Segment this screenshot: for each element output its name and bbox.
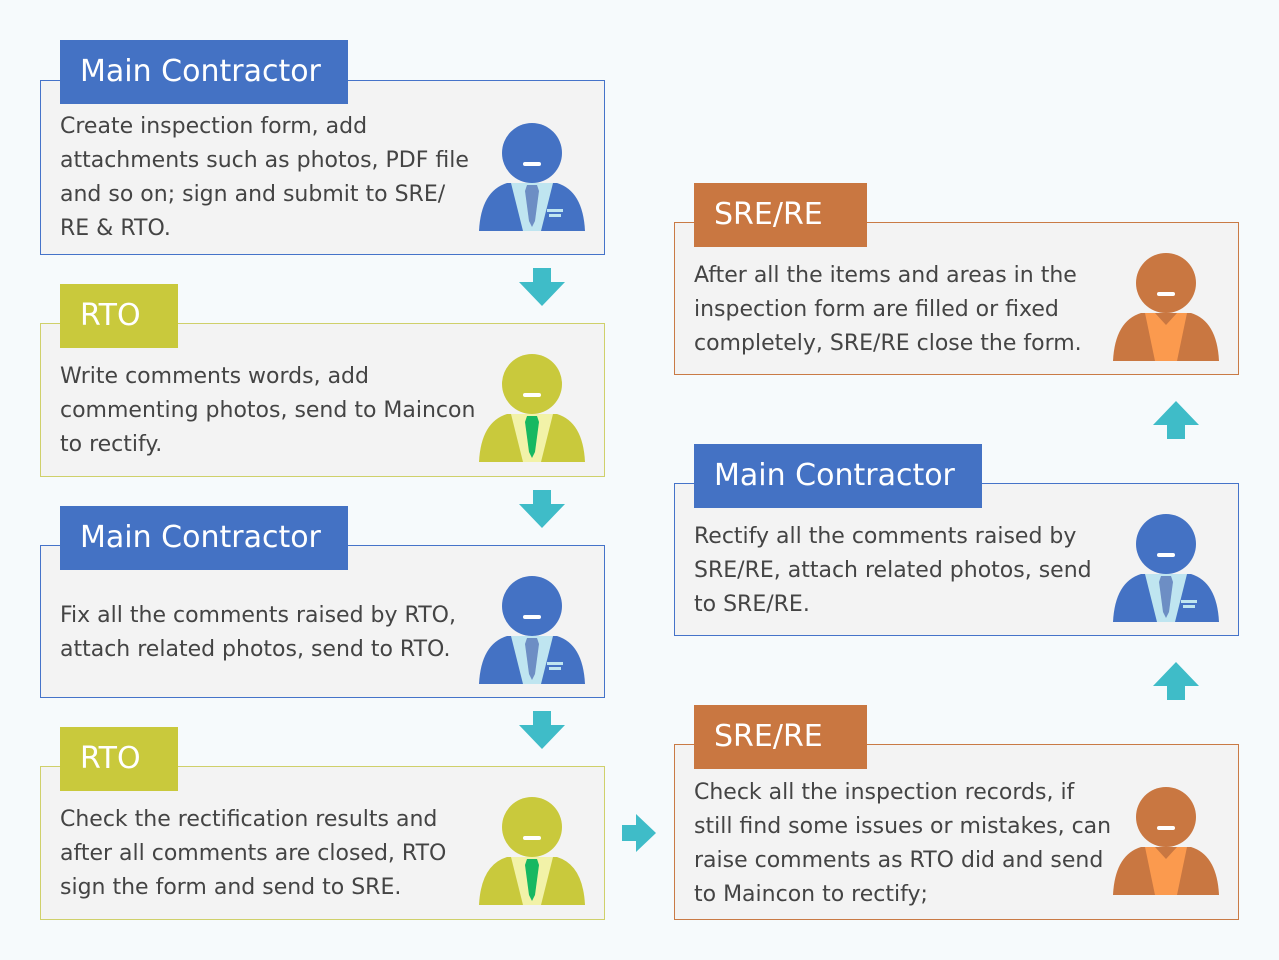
person-icon — [1113, 253, 1219, 361]
role-tag-rto: RTO — [60, 284, 178, 348]
arrow-down-icon — [519, 268, 565, 306]
step-description: Rectify all the comments raised by SRE/R… — [694, 524, 1092, 617]
person-icon — [479, 797, 585, 905]
arrow-down-icon — [519, 490, 565, 528]
step-description: Check all the inspection records, if sti… — [694, 780, 1112, 907]
step-box-5: Check all the inspection records, if sti… — [674, 744, 1239, 920]
step-box-3: Fix all the comments raised by RTO, atta… — [40, 545, 605, 698]
arrow-up-icon — [1153, 401, 1199, 439]
role-tag-sre-re: SRE/RE — [694, 705, 867, 769]
person-icon — [479, 354, 585, 462]
step-description: Check the rectification results and afte… — [60, 807, 447, 900]
step-box-4: Check the rectification results and afte… — [40, 766, 605, 920]
step-box-1: Create inspection form, add attachments … — [40, 80, 605, 255]
role-tag-sre-re: SRE/RE — [694, 183, 867, 247]
arrow-up-icon — [1153, 662, 1199, 700]
role-tag-main-contractor: Main Contractor — [694, 444, 982, 508]
person-icon — [479, 576, 585, 684]
arrow-down-icon — [519, 711, 565, 749]
person-icon — [1113, 514, 1219, 622]
person-icon — [479, 123, 585, 231]
role-tag-main-contractor: Main Contractor — [60, 506, 348, 570]
role-tag-main-contractor: Main Contractor — [60, 40, 348, 104]
step-description: Create inspection form, add attachments … — [60, 114, 469, 241]
step-box-7: After all the items and areas in the ins… — [674, 222, 1239, 375]
step-box-6: Rectify all the comments raised by SRE/R… — [674, 483, 1239, 636]
step-description: Fix all the comments raised by RTO, atta… — [60, 603, 456, 662]
person-icon — [1113, 787, 1219, 895]
step-description: After all the items and areas in the ins… — [694, 263, 1082, 356]
arrow-right-icon — [622, 814, 656, 852]
step-description: Write comments words, add commenting pho… — [60, 364, 476, 457]
role-tag-rto: RTO — [60, 727, 178, 791]
step-box-2: Write comments words, add commenting pho… — [40, 323, 605, 477]
